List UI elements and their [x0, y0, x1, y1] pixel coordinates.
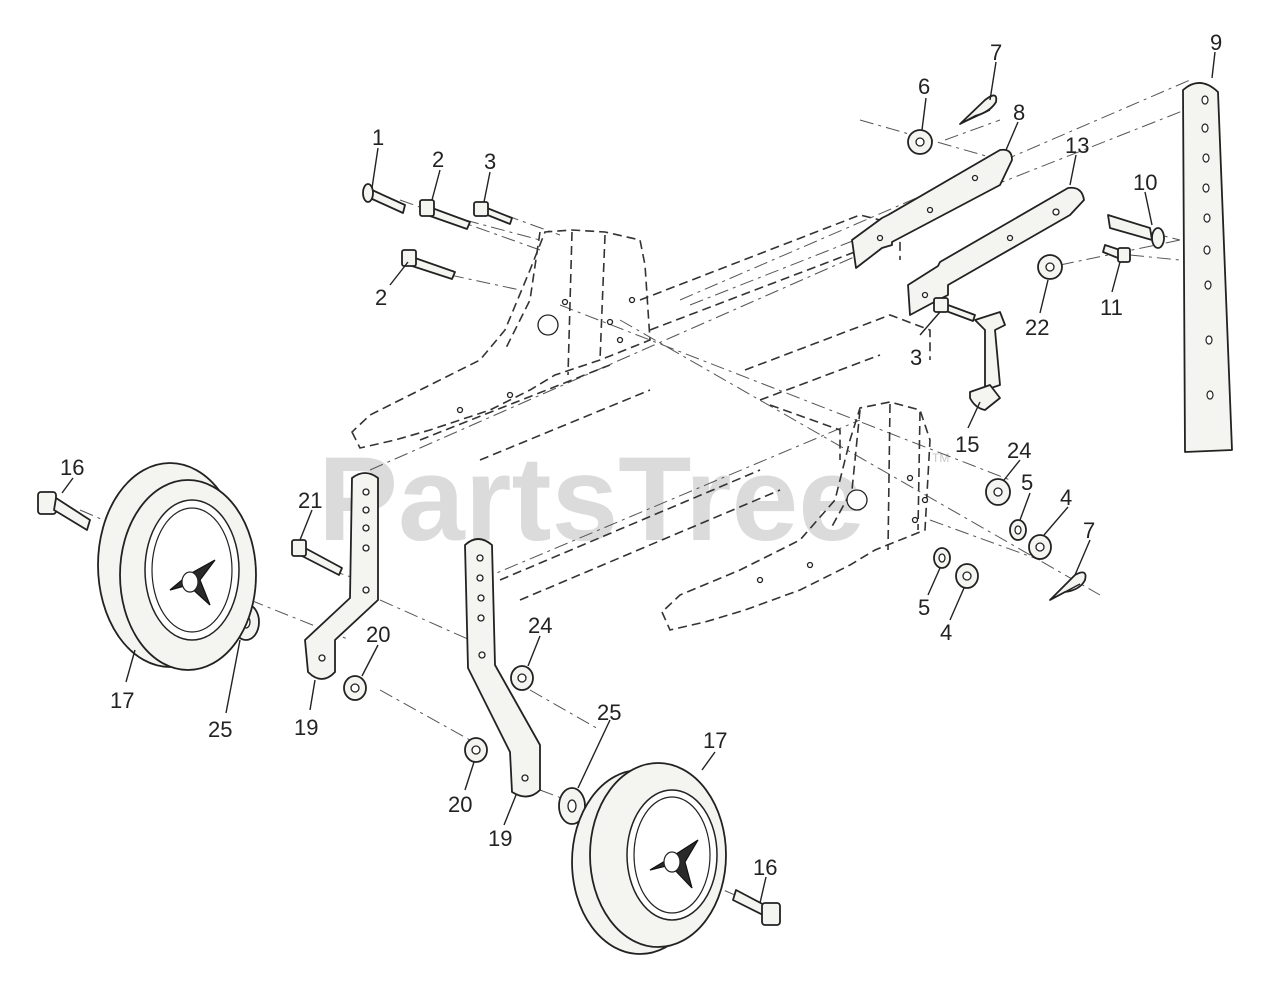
- callout-17-left: 17: [110, 688, 134, 713]
- part-bolt-11: [1102, 244, 1131, 263]
- part-nut-4-right: [1028, 534, 1052, 560]
- callout-5-right: 5: [1021, 470, 1033, 495]
- callout-16-right: 16: [753, 855, 777, 880]
- callout-20-lower: 20: [448, 792, 472, 817]
- callout-24-left: 24: [528, 613, 552, 638]
- callout-19-right: 19: [488, 826, 512, 851]
- callout-1: 1: [372, 125, 384, 150]
- part-nut-24-left: [510, 665, 534, 691]
- callout-5-left: 5: [918, 595, 930, 620]
- callout-9: 9: [1210, 30, 1222, 55]
- leader-lines: [61, 51, 1216, 904]
- callout-3-lower: 3: [910, 345, 922, 370]
- part-nut-20-lower: [464, 737, 488, 763]
- part-hairpin-7-upper: [959, 94, 998, 125]
- part-nut-20-upper: [343, 675, 367, 701]
- part-hairpin-7-lower: [1049, 571, 1087, 601]
- part-bolt-21: [291, 539, 343, 576]
- part-wheel-bracket-left: [304, 472, 379, 680]
- callout-24-right: 24: [1007, 438, 1031, 463]
- part-nut-6: [907, 129, 933, 155]
- watermark-text: PartsTree: [318, 432, 865, 566]
- callout-7-lower: 7: [1083, 518, 1095, 543]
- part-bolt-2-lower: [401, 249, 456, 280]
- callout-17-right: 17: [703, 728, 727, 753]
- part-wheel-right: [571, 762, 727, 955]
- part-bolt-3-lower: [933, 297, 976, 322]
- part-bolt-2-upper: [419, 199, 471, 230]
- frame-left-plate: [351, 229, 651, 449]
- callout-6: 6: [918, 74, 930, 99]
- part-washer-5-right: [1009, 519, 1027, 541]
- part-latch: [969, 311, 1006, 411]
- part-axle-bolt-left: [37, 491, 91, 531]
- part-wheel-bracket-right: [464, 538, 541, 798]
- callout-22: 22: [1025, 315, 1049, 340]
- part-axle-bolt-right: [732, 889, 781, 926]
- callout-13: 13: [1065, 133, 1089, 158]
- callout-25-right: 25: [597, 700, 621, 725]
- callout-4-right: 4: [1060, 485, 1072, 510]
- callout-19-left: 19: [294, 715, 318, 740]
- callout-8: 8: [1013, 100, 1025, 125]
- callout-21: 21: [298, 488, 322, 513]
- part-wheel-left: [97, 462, 257, 671]
- callout-20-upper: 20: [366, 622, 390, 647]
- part-clevis-pin-1: [362, 183, 406, 214]
- part-depth-bar: [1182, 82, 1233, 453]
- part-nut-22: [1037, 254, 1063, 280]
- part-nut-4-left: [955, 563, 979, 589]
- part-pin: [1107, 214, 1165, 249]
- part-washer-5-left: [933, 547, 951, 569]
- callout-10: 10: [1133, 170, 1157, 195]
- callout-25-left: 25: [208, 717, 232, 742]
- callout-11: 11: [1100, 295, 1123, 320]
- callout-7-upper: 7: [990, 40, 1002, 65]
- part-bolt-3-upper: [473, 201, 513, 225]
- part-nut-24-right: [985, 478, 1011, 506]
- callout-3-upper: 3: [484, 149, 496, 174]
- callout-2-lower: 2: [375, 285, 387, 310]
- callout-2-upper: 2: [432, 147, 444, 172]
- callout-15: 15: [955, 432, 979, 457]
- part-bracket-8: [851, 148, 1013, 269]
- callout-16-left: 16: [60, 455, 84, 480]
- part-bracket-13: [907, 186, 1085, 316]
- frame-right-plate: [661, 401, 931, 631]
- callout-labels: 1 2 2 3 3 4 4 5 5 6 7 7 8 9 10 11 13 15 …: [60, 30, 1222, 880]
- part-washer-25-right: [558, 787, 586, 825]
- callout-4-left: 4: [940, 620, 952, 645]
